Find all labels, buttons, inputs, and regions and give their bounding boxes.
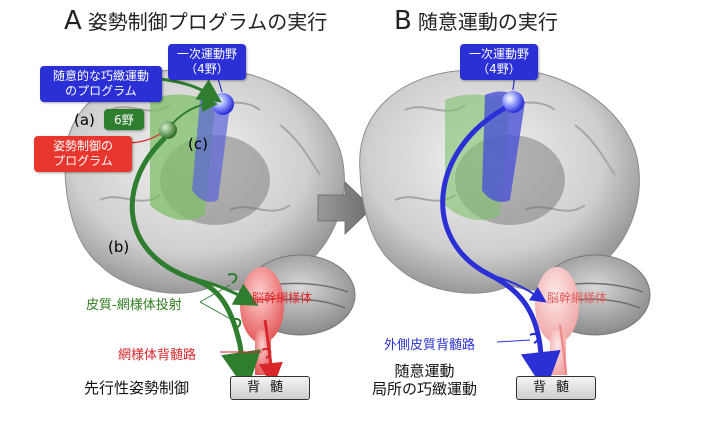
marker-a: (a)	[74, 111, 95, 129]
postural-program-label: 姿勢制御の プログラム	[34, 136, 132, 172]
panel-a-letter: A	[64, 6, 82, 36]
m1-label-b-line2: （4野）	[477, 62, 521, 76]
m1-label-a-line2: （4野）	[185, 62, 229, 76]
area6-label: 6野	[104, 109, 144, 130]
brain-a	[64, 67, 356, 392]
panel-b-letter: B	[394, 6, 412, 36]
m1-label-b: 一次運動野 （4野）	[460, 44, 538, 80]
bottom-caption-b: 随意運動 局所の巧緻運動	[372, 362, 477, 398]
m1-label-b-line1: 一次運動野	[468, 47, 529, 61]
bottom-caption-b-line2: 局所の巧緻運動	[372, 380, 478, 398]
spinal-cord-a: 背髄	[230, 376, 310, 400]
postural-program-line1: 姿勢制御の	[52, 139, 113, 153]
m1-label-a: 一次運動野 （4野）	[168, 44, 246, 80]
marker-c: (c)	[188, 135, 208, 153]
voluntary-program-line2: のプログラム	[65, 84, 137, 98]
lateral-cst-label: 外側皮質背髄路	[384, 338, 476, 353]
voluntary-program-line1: 随意的な巧緻運動	[52, 69, 149, 83]
panel-b-title-text: 随意運動の実行	[417, 10, 558, 34]
voluntary-program-label: 随意的な巧緻運動 のプログラム	[40, 66, 162, 102]
brain-b	[359, 67, 651, 392]
panel-a-title-text: 姿勢制御プログラムの実行	[87, 10, 328, 34]
bottom-caption-b-line1: 随意運動	[394, 362, 455, 380]
marker-b: (b)	[108, 238, 130, 256]
transition-arrow	[317, 181, 373, 235]
m1-label-a-line1: 一次運動野	[176, 47, 237, 61]
reticulospinal-label: 網様体背髄路	[118, 348, 197, 363]
brainstem-label-a: 脳幹網様体	[252, 291, 313, 305]
spinal-cord-b: 背髄	[516, 376, 596, 400]
brainstem-label-b: 脳幹網様体	[547, 291, 608, 305]
corticoreticular-label: 皮質-網様体投射	[86, 298, 182, 313]
postural-program-line2: プログラム	[53, 154, 113, 168]
bottom-caption-a: 先行性姿勢制御	[84, 379, 190, 397]
